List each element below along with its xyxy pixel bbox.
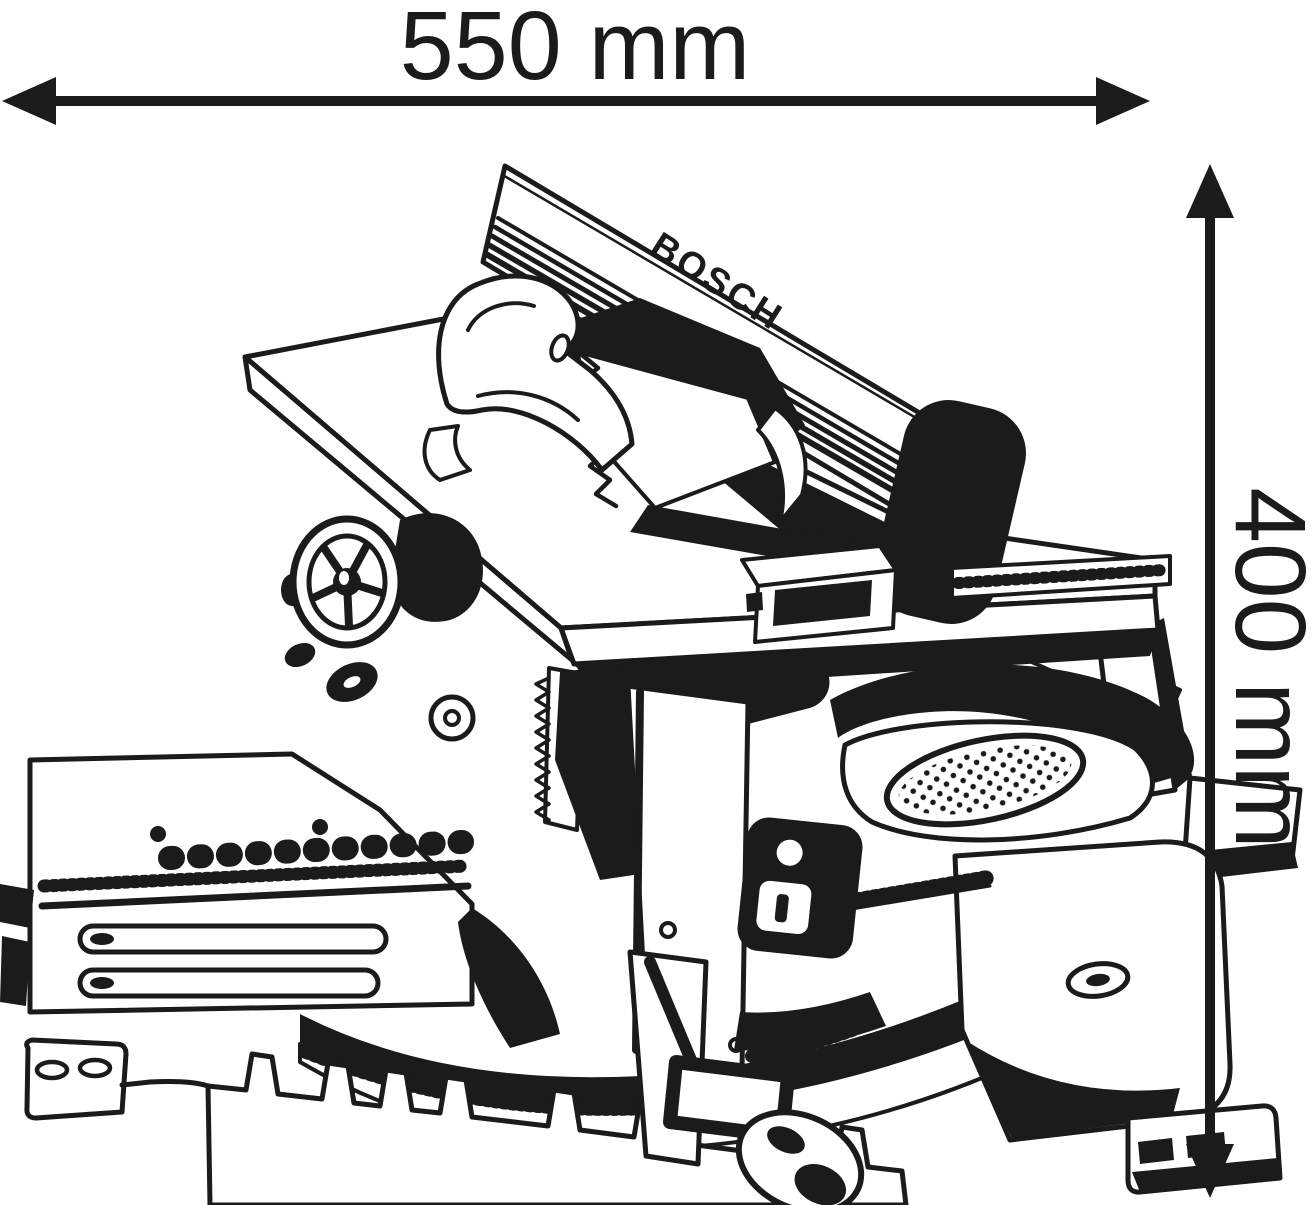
saw-illustration: BOSCH [0,163,1303,1205]
wall-slot-hole [90,933,114,945]
base-edge-line [119,1079,211,1089]
mitre-scale-ticks-right [745,1017,875,1063]
height-dimension: 400 mm [1186,164,1312,1198]
gear-rack-teeth [534,676,551,822]
riving-knife [756,406,808,524]
locking-knob [735,1109,865,1205]
clamp-arm-shadow-line [644,956,702,1078]
grip-dot-texture [898,745,1072,815]
display-screen [773,580,872,626]
bevel-scale-ticks [816,870,996,914]
wall-ruler-major-ticks [158,830,474,870]
scalloped-skirt [205,1051,909,1205]
power-switch [737,817,863,959]
lock-knob-small [284,642,316,668]
display-button [746,592,763,612]
width-dimension-label: 550 mm [400,0,750,100]
handwheel-hub-highlight [339,571,349,585]
wall-slot [77,967,381,999]
locking-knob-end [794,1164,847,1205]
wheel-mount-shadow [390,513,483,622]
pivot-ring-center [443,709,461,727]
switch-indicator [776,839,803,866]
base-oval-hole-center [1086,973,1110,987]
bevel-scale-baseline [820,884,992,916]
pivot-shadow [458,908,560,1048]
height-dimension-label: 400 mm [1214,487,1312,848]
blade-guard [436,273,635,473]
arm-screw [659,921,677,939]
blade-and-guard [422,273,808,524]
extension-ruler-ticks [952,564,1170,589]
wall-slots [77,923,389,999]
wall-slot [77,923,389,955]
width-dimension: 550 mm [2,0,1150,125]
arrowhead-up-icon [1186,164,1234,218]
textured-grip [883,732,1087,828]
blade-guard-detail [466,301,536,332]
locking-knob-hole [767,1126,805,1154]
arrowhead-left-icon [2,77,56,125]
fence-ridge-line [499,172,938,434]
blade-guard-hole [549,333,571,363]
arrowhead-down-icon [1186,1144,1234,1198]
blade-guard-detail [476,390,580,422]
right-panel-group [740,400,1172,644]
mitre-base [0,751,1283,1205]
blade-guard-mount [422,424,472,482]
motor-body-shadow [830,664,1195,790]
wall-slot-hole [90,977,114,989]
arrowhead-right-icon [1096,77,1150,125]
wall-ruler-minor-ticks [37,859,473,893]
base-shadow [965,1040,1180,1138]
left-clamp-bracket [0,936,30,1006]
left-foot-hole [77,1057,113,1079]
wall-ruler-baseline [38,882,472,910]
wall-screw [312,819,328,835]
left-foot-hole [34,1059,70,1081]
pulley-highlight [343,676,361,688]
left-clamp-bracket [0,884,34,928]
right-foot-pad [1138,1138,1174,1164]
pivot-ring [428,694,476,742]
switch-rocker-slot [774,894,789,923]
wall-screw [150,826,166,842]
left-foot [24,1037,129,1121]
